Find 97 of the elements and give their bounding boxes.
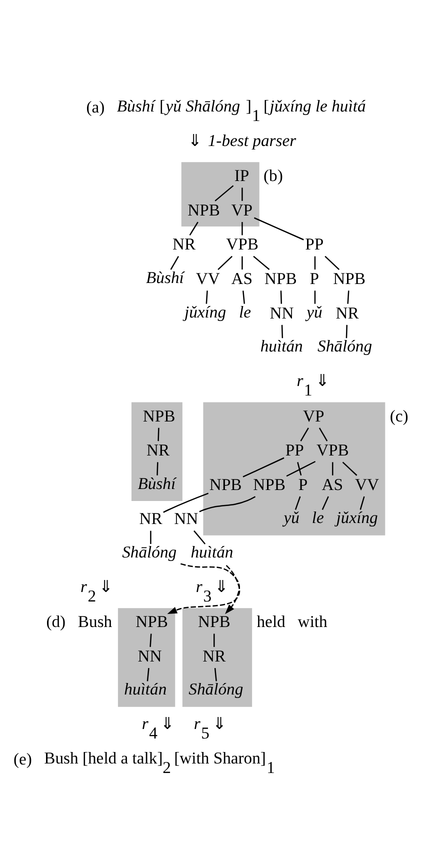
node-text: huìtán xyxy=(124,679,167,698)
node-text: NPB xyxy=(198,612,230,631)
node-text: NPB xyxy=(136,612,168,631)
node-text: VV xyxy=(355,474,380,494)
cluster xyxy=(131,402,182,501)
node-text: NR xyxy=(139,508,162,528)
label: (c) xyxy=(390,406,408,425)
node-text: yǔ xyxy=(306,302,322,321)
node-text: NR xyxy=(146,440,170,460)
connector xyxy=(300,427,309,441)
node-text: P xyxy=(298,474,308,494)
connector xyxy=(324,255,340,270)
cluster xyxy=(118,608,176,706)
label: ⇓ 1-best parser xyxy=(188,130,296,150)
node-text: VV xyxy=(196,268,220,288)
connector xyxy=(286,460,316,476)
connector xyxy=(332,462,334,475)
connector xyxy=(242,456,284,477)
node-text: yǔ xyxy=(284,508,300,527)
node-text: huìtán xyxy=(190,542,234,561)
connector xyxy=(281,324,284,338)
node-text: huìtán xyxy=(260,336,303,356)
node-text: jǔxíng xyxy=(336,508,378,527)
node-text: NR xyxy=(172,234,196,254)
arrow xyxy=(180,562,240,614)
label: (d) xyxy=(46,612,66,631)
cluster xyxy=(203,402,386,535)
connector xyxy=(347,290,350,304)
connector xyxy=(294,496,301,510)
connector xyxy=(314,290,316,304)
node-text: NR xyxy=(336,302,359,322)
connector xyxy=(194,530,206,544)
node-text: jǔxíng xyxy=(184,302,226,321)
node-text: VP xyxy=(303,406,324,425)
connector xyxy=(163,492,209,512)
connector xyxy=(314,256,316,270)
node-text: Shālóng xyxy=(318,336,372,356)
node-text: NPB xyxy=(188,200,220,219)
connector xyxy=(280,290,282,304)
node-text: P xyxy=(310,268,320,288)
connector xyxy=(146,667,150,681)
connector xyxy=(218,255,233,270)
node-text: le xyxy=(312,508,324,527)
node-text: VPB xyxy=(316,440,349,460)
node-text: NR xyxy=(202,646,226,665)
connector xyxy=(189,221,198,236)
connector xyxy=(150,633,152,646)
connector xyxy=(242,256,243,270)
node-text: VP xyxy=(231,200,253,219)
label: with xyxy=(298,612,328,631)
cluster xyxy=(182,608,252,706)
connector xyxy=(214,184,234,201)
node-text: NPB xyxy=(253,474,286,494)
connector xyxy=(346,324,348,338)
connector xyxy=(253,255,270,270)
node-text: le xyxy=(239,302,252,321)
connector xyxy=(150,530,152,544)
connector xyxy=(242,290,245,304)
node-text: NN xyxy=(270,302,294,322)
connector xyxy=(242,222,243,235)
node-text: Shālóng xyxy=(188,679,244,698)
node-text: NPB xyxy=(209,474,242,494)
label: (e) xyxy=(13,748,32,768)
connector xyxy=(156,462,158,475)
node-text: NN xyxy=(174,508,198,528)
connector xyxy=(158,427,160,441)
connector xyxy=(318,427,328,441)
connector xyxy=(242,187,243,200)
connector xyxy=(342,461,358,476)
label: Bush xyxy=(78,612,112,631)
node-text: Shālóng xyxy=(122,542,177,561)
node-text: NPB xyxy=(264,268,297,288)
node-text: NPB xyxy=(142,406,176,425)
connector xyxy=(254,216,304,240)
connector xyxy=(170,256,179,270)
connector xyxy=(360,496,365,510)
connector xyxy=(297,462,302,476)
connector xyxy=(199,496,256,512)
connector xyxy=(214,667,217,681)
label: (b) xyxy=(264,166,283,185)
node-text: PP xyxy=(305,234,324,254)
connector xyxy=(322,496,329,510)
connector xyxy=(206,290,208,304)
arrow xyxy=(167,564,240,614)
node-text: Bùshí xyxy=(146,268,184,287)
node-text: VPB xyxy=(226,234,258,254)
node-text: NN xyxy=(138,646,162,665)
label: held xyxy=(256,612,286,631)
cluster xyxy=(181,162,260,226)
node-text: PP xyxy=(285,440,304,460)
node-text: Bùshí xyxy=(138,473,176,492)
node-text: AS xyxy=(231,268,253,288)
label: (a) xyxy=(86,97,105,116)
node-text: IP xyxy=(234,166,250,185)
node-text: NPB xyxy=(333,268,366,288)
connector xyxy=(214,633,215,646)
node-text: AS xyxy=(322,474,343,494)
